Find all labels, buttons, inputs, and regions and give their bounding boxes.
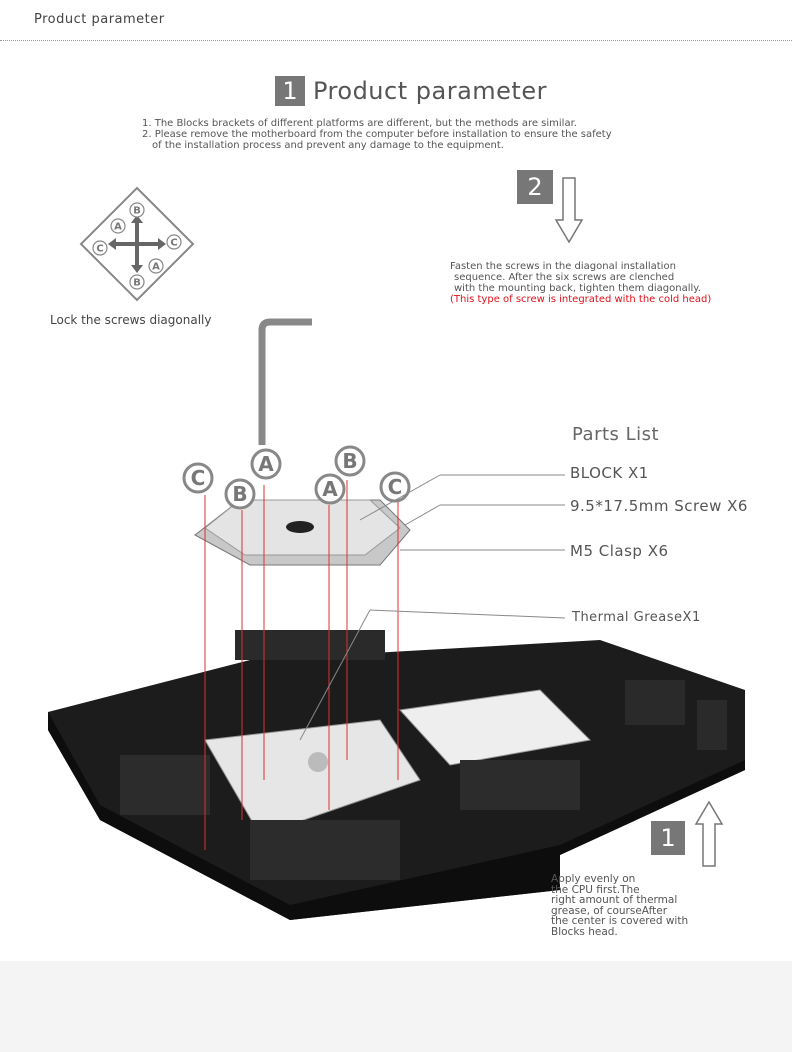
- step-1-instructions: Apply evenly on the CPU first.The right …: [551, 874, 741, 937]
- lock-screw-marker-letter: B: [133, 206, 141, 217]
- screw-label-marker-letter: A: [258, 452, 274, 476]
- screw-label-marker: [334, 445, 366, 477]
- step-2-badge: 2: [517, 170, 553, 204]
- section-title-text: Product parameter: [313, 77, 547, 105]
- lock-screw-marker: [129, 202, 145, 218]
- step-2-line: sequence. After the six screws are clenc…: [454, 272, 675, 283]
- lock-screw-marker: [148, 258, 164, 274]
- lock-screw-marker-letter: B: [133, 278, 141, 289]
- screw-label-marker: [182, 462, 214, 494]
- diagonal-lock-diagram: [79, 186, 195, 302]
- lock-screw-marker-letter: C: [170, 238, 177, 249]
- section-title: 1 Product parameter: [275, 76, 547, 106]
- step-1-badge: 1: [651, 821, 685, 855]
- footer-band: [0, 961, 792, 1052]
- screw-label-marker-letter: A: [322, 477, 338, 501]
- screw-label-marker: [379, 471, 411, 503]
- part-screw: 9.5*17.5mm Screw X6: [570, 497, 748, 515]
- screw-label-marker-letter: B: [232, 482, 247, 506]
- step-2-line: with the mounting back, tighten them dia…: [454, 283, 701, 294]
- step-1-line: Apply evenly on: [551, 873, 636, 885]
- lock-screw-marker-letter: C: [96, 244, 103, 255]
- screw-label-marker: [314, 473, 346, 505]
- screw-label-marker: [250, 448, 282, 480]
- installation-notes: 1. The Blocks brackets of different plat…: [142, 118, 742, 151]
- part-block: BLOCK X1: [570, 464, 649, 482]
- header-divider: [0, 40, 792, 41]
- lock-screw-marker-letter: A: [114, 222, 122, 233]
- step-2-instructions: Fasten the screws in the diagonal instal…: [450, 261, 770, 305]
- lock-screw-marker: [92, 240, 108, 256]
- lock-screw-marker: [129, 274, 145, 290]
- lock-screw-marker-letter: A: [152, 262, 160, 273]
- page-header-title: Product parameter: [34, 12, 165, 27]
- lock-screw-marker: [110, 218, 126, 234]
- screw-label-marker: [224, 478, 256, 510]
- step-1-line: grease, of courseAfter: [551, 904, 668, 917]
- note-2: 2. Please remove the motherboard from th…: [142, 129, 612, 140]
- hex-key: [258, 318, 312, 445]
- note-2-cont: of the installation process and prevent …: [152, 140, 504, 151]
- step-number-badge: 1: [275, 76, 305, 106]
- step-1-line: Blocks head.: [551, 925, 618, 938]
- parts-list-title: Parts List: [572, 424, 660, 445]
- screw-label-marker-letter: C: [388, 475, 403, 499]
- screw-label-marker-letter: B: [342, 449, 357, 473]
- screw-label-marker-letter: C: [191, 466, 206, 490]
- step-1-line: the center is covered with: [551, 915, 689, 927]
- step-2-note: (This type of screw is integrated with t…: [450, 294, 712, 305]
- part-clasp: M5 Clasp X6: [570, 542, 669, 560]
- step-1-line: right amount of thermal: [551, 894, 678, 906]
- lock-diagram-caption: Lock the screws diagonally: [50, 313, 212, 327]
- step-2-line: Fasten the screws in the diagonal instal…: [450, 261, 676, 272]
- arrow-up-icon: [694, 800, 724, 867]
- step-1-line: the CPU first.The: [551, 883, 640, 896]
- lock-screw-marker: [166, 234, 182, 250]
- note-1: 1. The Blocks brackets of different plat…: [142, 118, 577, 129]
- motherboard: [48, 630, 745, 920]
- part-thermal-grease: Thermal GreaseX1: [572, 610, 701, 625]
- arrow-down-icon: [554, 177, 584, 244]
- water-block: [194, 499, 411, 566]
